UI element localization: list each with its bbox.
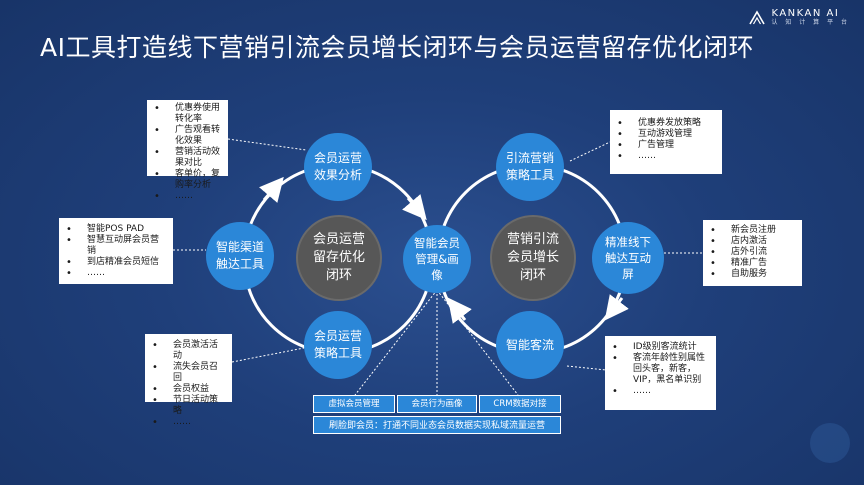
list-item: 优惠券使用转化率 (151, 103, 222, 125)
node-lead-strategy-text: 引流营销 策略工具 (505, 151, 554, 182)
list-item: …… (151, 191, 222, 202)
list-item: ID级别客流统计 (609, 342, 710, 353)
list-item: 智能POS PAD (63, 224, 167, 235)
list-item: 互动游戏管理 (614, 129, 716, 140)
list-item: 营销活动效果对比 (151, 147, 222, 169)
hub-member-profile: 智能会员 管理&画 像 (403, 225, 471, 293)
list-item-text: 新会员注册 (731, 225, 777, 235)
list-item-text: 会员权益 (173, 384, 210, 394)
list-item: 到店精准会员短信 (63, 257, 167, 268)
box-bottom-left: 会员激活活动 流失会员召回 会员权益 节日活动策略 …… (145, 334, 232, 428)
node-precision-screen-text: 精准线下 触达互动 屏 (605, 235, 651, 281)
list-item: 店外引流 (707, 247, 796, 258)
loop-arrow-left (259, 176, 284, 203)
list-item: 优惠券发放策略 (614, 118, 716, 129)
list-item: 客流年龄性别属性 (609, 353, 710, 364)
list-item: VIP，黑名单识别 (609, 375, 710, 386)
list-item-text: 智能POS PAD (87, 224, 145, 234)
node-channel-reach-text: 智能渠道 触达工具 (215, 240, 264, 271)
list-item: …… (149, 417, 226, 428)
kankan-logo: KANKAN AI 认 知 计 算 平 台 (748, 8, 850, 27)
center-right-text: 营销引流 会员增长 闭环 (506, 232, 559, 283)
list-item: 客单价，复购率分析 (151, 169, 222, 191)
center-left-text: 会员运营 留存优化 闭环 (312, 232, 365, 283)
list-item-text: 互动游戏管理 (638, 129, 693, 139)
list-item-text: 营销活动效果对比 (175, 147, 221, 168)
connector-bottom-left (231, 347, 305, 363)
loop-arrow-top (402, 194, 427, 221)
list-item-text: 回头客，新客， (633, 364, 697, 374)
list-item: 广告管理 (614, 140, 716, 151)
list-item-text: 客单价，复购率分析 (175, 169, 221, 190)
list-item: 店内激活 (707, 236, 796, 247)
list-item-text: 到店精准会员短信 (87, 257, 160, 267)
node-lead-strategy: 引流营销 策略工具 (496, 133, 564, 201)
list-item-text: …… (633, 386, 651, 396)
list-item: 回头客，新客， (609, 364, 710, 375)
bottom-banner: 刷脸即会员：打通不同业态会员数据实现私域流量运营 (313, 416, 561, 434)
kankan-logo-icon (749, 9, 766, 24)
connector-top-left (227, 138, 307, 151)
list-item-text: 客流年龄性别属性 (633, 353, 706, 363)
list-item-text: 广告观看转化效果 (175, 125, 221, 146)
node-member-effect: 会员运营 效果分析 (304, 133, 372, 201)
list-item: 广告观看转化效果 (151, 125, 222, 147)
tab-member-behavior: 会员行为画像 (397, 395, 477, 413)
loop-arrow-right (604, 294, 629, 321)
node-member-strategy: 会员运营 策略工具 (304, 311, 372, 379)
list-item: 节日活动策略 (149, 395, 226, 417)
box-top-left: 优惠券使用转化率 广告观看转化效果 营销活动效果对比 客单价，复购率分析 …… (147, 100, 228, 202)
list-item: …… (609, 386, 710, 397)
list-item-text: 智慧互动屏会员营销 (87, 235, 160, 256)
list-item-text: 优惠券使用转化率 (175, 103, 221, 124)
list-item-text: 节日活动策略 (173, 395, 219, 416)
node-member-effect-text: 会员运营 效果分析 (313, 151, 362, 182)
list-item: 智慧互动屏会员营销 (63, 235, 167, 257)
node-precision-screen: 精准线下 触达互动 屏 (592, 222, 664, 294)
connector-bottom-right (566, 365, 607, 371)
list-item-text: ID级别客流统计 (633, 342, 697, 352)
list-item-text: 流失会员召回 (173, 362, 219, 383)
list-item-text: …… (638, 151, 656, 161)
list-item-text: …… (175, 191, 193, 201)
node-smart-traffic-text: 智能客流 (505, 337, 554, 352)
logo-brand: KANKAN AI (771, 8, 840, 19)
list-item-text: …… (173, 417, 191, 427)
center-left-loop-label: 会员运营 留存优化 闭环 (296, 215, 382, 301)
list-item-text: 会员激活活动 (173, 340, 219, 361)
tab-virtual-member: 虚拟会员管理 (313, 395, 395, 413)
list-item: 自助服务 (707, 269, 796, 280)
list-item: 会员激活活动 (149, 340, 226, 362)
connector-top-right (569, 141, 611, 162)
list-item: 流失会员召回 (149, 362, 226, 384)
node-smart-traffic: 智能客流 (496, 311, 564, 379)
list-item-text: 广告管理 (638, 140, 675, 150)
list-item-text: 优惠券发放策略 (638, 118, 702, 128)
box-mid-left: 智能POS PAD 智慧互动屏会员营销 到店精准会员短信 …… (59, 218, 173, 284)
node-member-strategy-text: 会员运营 策略工具 (313, 329, 362, 360)
box-top-right: 优惠券发放策略 互动游戏管理 广告管理 …… (610, 110, 722, 174)
list-item-text: …… (87, 268, 105, 278)
list-item-text: 自助服务 (731, 269, 768, 279)
list-item: 新会员注册 (707, 225, 796, 236)
logo-subtitle: 认 知 计 算 平 台 (771, 19, 850, 26)
list-item-text: 精准广告 (731, 258, 768, 268)
watermark-circle (810, 423, 850, 463)
hub-text: 智能会员 管理&画 像 (414, 236, 460, 282)
list-item: …… (63, 268, 167, 279)
loop-arrow-bottom (447, 297, 472, 324)
box-bottom-right: ID级别客流统计 客流年龄性别属性 回头客，新客， VIP，黑名单识别 …… (605, 336, 716, 410)
tab-crm-data: CRM数据对接 (479, 395, 561, 413)
center-right-loop-label: 营销引流 会员增长 闭环 (490, 215, 576, 301)
list-item-text: VIP，黑名单识别 (633, 375, 702, 385)
list-item-text: 店外引流 (731, 247, 768, 257)
list-item-text: 店内激活 (731, 236, 768, 246)
list-item: 会员权益 (149, 384, 226, 395)
node-channel-reach: 智能渠道 触达工具 (206, 222, 274, 290)
list-item: …… (614, 151, 716, 162)
page-title: AI工具打造线下营销引流会员增长闭环与会员运营留存优化闭环 (40, 33, 754, 62)
list-item: 精准广告 (707, 258, 796, 269)
box-mid-right: 新会员注册 店内激活 店外引流 精准广告 自助服务 (703, 220, 802, 286)
